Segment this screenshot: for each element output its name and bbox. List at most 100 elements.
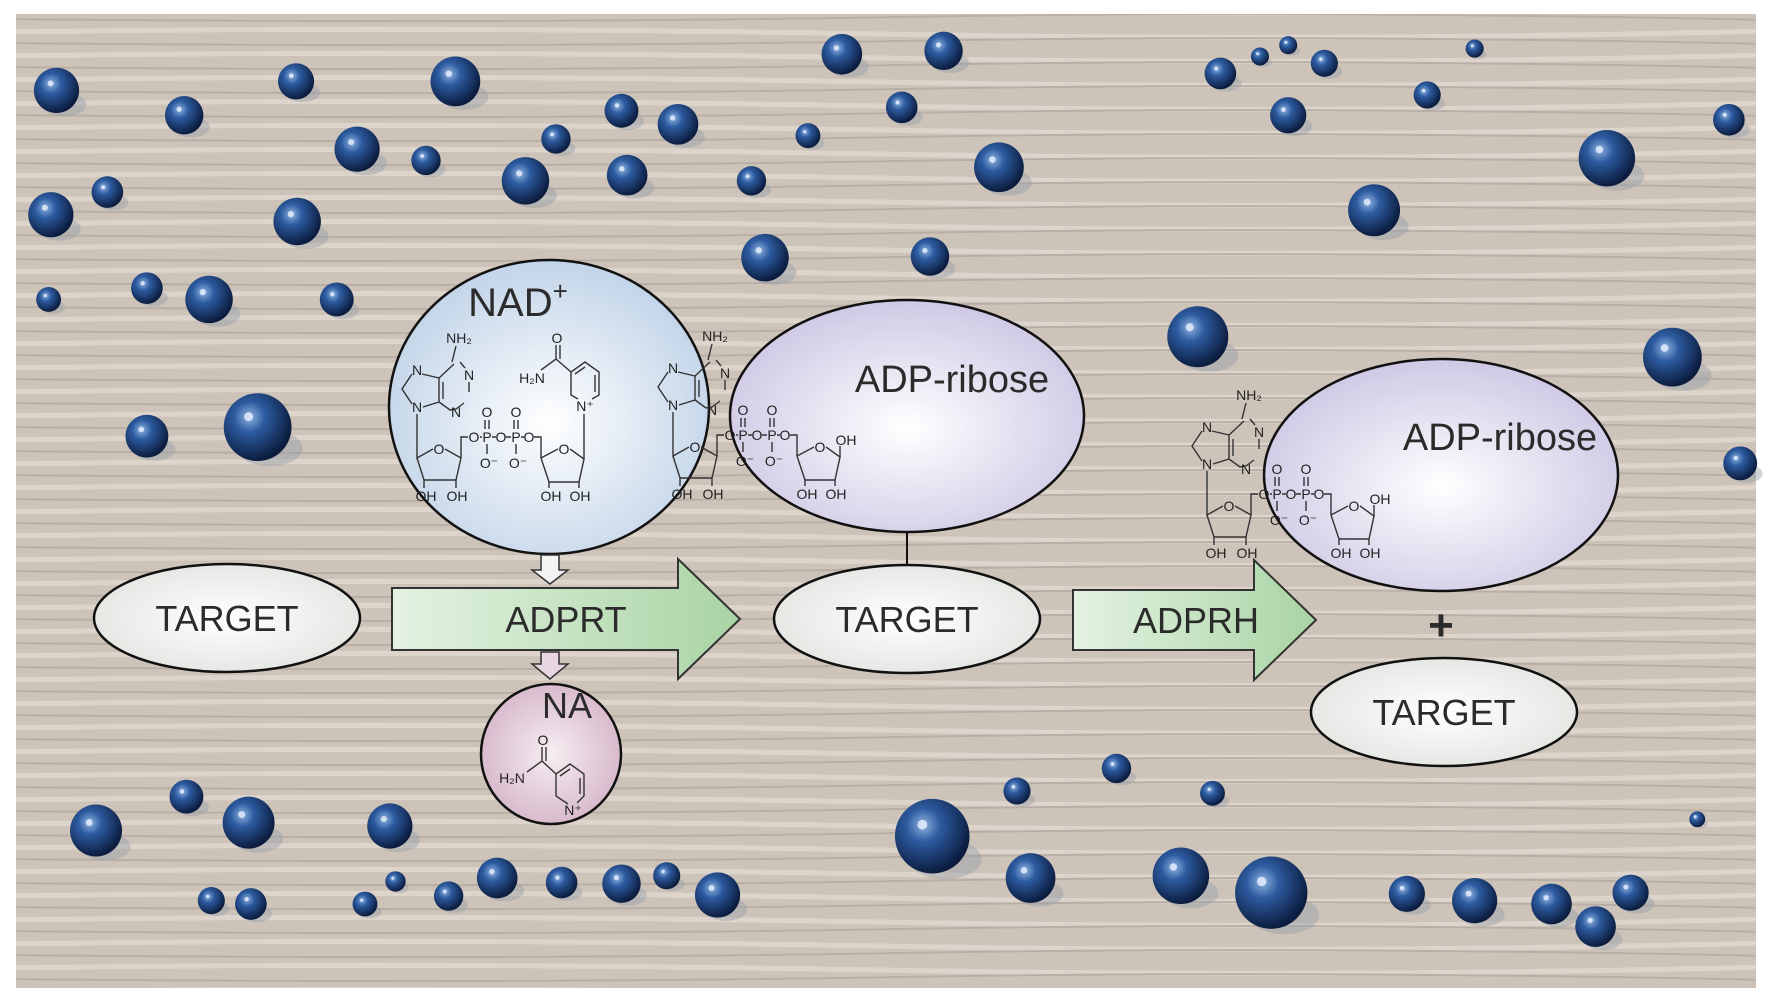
target-substrate: TARGET	[92, 562, 362, 674]
target-released: TARGET	[1309, 656, 1579, 768]
hydroxyl-label: OH	[1206, 545, 1227, 561]
water-droplet	[222, 796, 275, 849]
droplet-highlight	[1256, 876, 1267, 887]
droplet-highlight	[380, 816, 387, 823]
chemical-bond	[540, 448, 585, 488]
water-droplet	[1167, 306, 1229, 368]
water-droplet	[1643, 327, 1702, 387]
droplet-highlight	[1256, 52, 1260, 56]
droplet-highlight	[1465, 890, 1472, 897]
water-droplet	[1310, 49, 1338, 77]
water-droplet	[1270, 97, 1307, 134]
hydroxyl-label: OH	[836, 432, 857, 448]
atom-o: O	[559, 441, 570, 457]
chemical-bond	[672, 412, 724, 486]
water-droplet	[1279, 36, 1298, 55]
na-circle	[479, 682, 623, 826]
droplet-highlight	[442, 889, 447, 894]
water-droplet	[1101, 753, 1132, 784]
atom-o: O	[1286, 486, 1297, 502]
atom-o: O	[738, 402, 749, 418]
water-droplet	[1612, 874, 1649, 911]
droplet-highlight	[1470, 44, 1474, 48]
droplet-highlight	[1185, 323, 1194, 332]
droplet-highlight	[287, 210, 295, 218]
droplet-highlight	[1543, 895, 1549, 901]
atom-n: N	[451, 404, 461, 420]
water-droplet	[1005, 853, 1056, 903]
water-droplet	[604, 93, 639, 128]
droplet-highlight	[1363, 198, 1371, 206]
hydroxyl-label: OH	[416, 488, 437, 504]
nad-input-arrow	[529, 554, 571, 585]
droplet-highlight	[555, 875, 560, 880]
hydroxyl-label: OH	[541, 488, 562, 504]
droplet-highlight	[244, 412, 254, 422]
droplet-highlight	[619, 166, 625, 172]
water-droplet	[164, 96, 204, 135]
atom-o: O	[1224, 498, 1235, 514]
water-droplet	[1723, 446, 1758, 481]
water-droplet	[1531, 883, 1572, 925]
water-droplet	[885, 91, 918, 124]
droplet-highlight	[1399, 885, 1405, 891]
hydroxyl-label: OH	[1360, 545, 1381, 561]
water-droplet	[1250, 47, 1269, 66]
atom-n: N	[464, 367, 474, 383]
phosphorus-label: P	[1272, 486, 1281, 502]
droplet-highlight	[935, 42, 941, 48]
droplet-highlight	[803, 130, 807, 134]
droplet-highlight	[613, 875, 619, 881]
droplet-highlight	[176, 106, 182, 112]
na-title: NA	[542, 685, 592, 726]
target-label: TARGET	[1372, 692, 1515, 733]
adp-ribose-title: ADP-ribose	[855, 359, 1049, 401]
water-droplet	[974, 142, 1024, 193]
droplet-highlight	[1281, 107, 1286, 113]
droplet-highlight	[833, 45, 840, 51]
atom-o: O	[469, 429, 480, 445]
adprh-label: ADPRH	[1133, 600, 1259, 641]
droplet-highlight	[179, 789, 185, 794]
atom-o: O	[482, 404, 493, 420]
water-droplet	[476, 857, 518, 899]
phosphate-charge-label: O⁻	[480, 455, 498, 471]
droplet-highlight	[329, 291, 335, 297]
chemical-bond	[401, 345, 470, 411]
water-droplet	[334, 126, 380, 172]
phosphate-charge-label: O⁻	[1299, 512, 1317, 528]
water-droplet	[319, 282, 354, 317]
adprt-arrow: ADPRT	[391, 556, 742, 682]
water-droplet	[545, 866, 578, 899]
chemical-bond	[1330, 505, 1375, 545]
water-droplet	[924, 31, 963, 71]
atom-n: N	[1241, 461, 1251, 477]
hydroxyl-label: OH	[447, 488, 468, 504]
droplet-highlight	[360, 898, 364, 902]
phosphate-charge-label: O⁻	[1270, 512, 1288, 528]
water-droplet	[910, 237, 950, 276]
atom-o: O	[511, 404, 522, 420]
hydroxyl-label: OH	[703, 486, 724, 502]
droplet-highlight	[1587, 917, 1593, 923]
water-droplet	[277, 63, 315, 100]
droplet-highlight	[1595, 145, 1604, 154]
droplet-highlight	[1421, 88, 1426, 93]
droplet-highlight	[1660, 344, 1669, 352]
droplet-highlight	[661, 869, 665, 874]
adprt-label: ADPRT	[505, 599, 626, 640]
phosphorus-label: P	[738, 427, 747, 443]
droplet-highlight	[85, 819, 93, 826]
droplet-highlight	[1733, 455, 1738, 461]
atom-n: N	[668, 360, 678, 376]
atom-n: N	[1202, 456, 1212, 472]
water-droplet	[411, 145, 441, 176]
water-droplet	[1713, 103, 1745, 136]
water-droplet	[197, 887, 225, 915]
droplet-highlight	[550, 132, 555, 137]
droplet-highlight	[745, 174, 750, 179]
droplet-highlight	[917, 819, 928, 830]
droplet-highlight	[420, 153, 425, 158]
